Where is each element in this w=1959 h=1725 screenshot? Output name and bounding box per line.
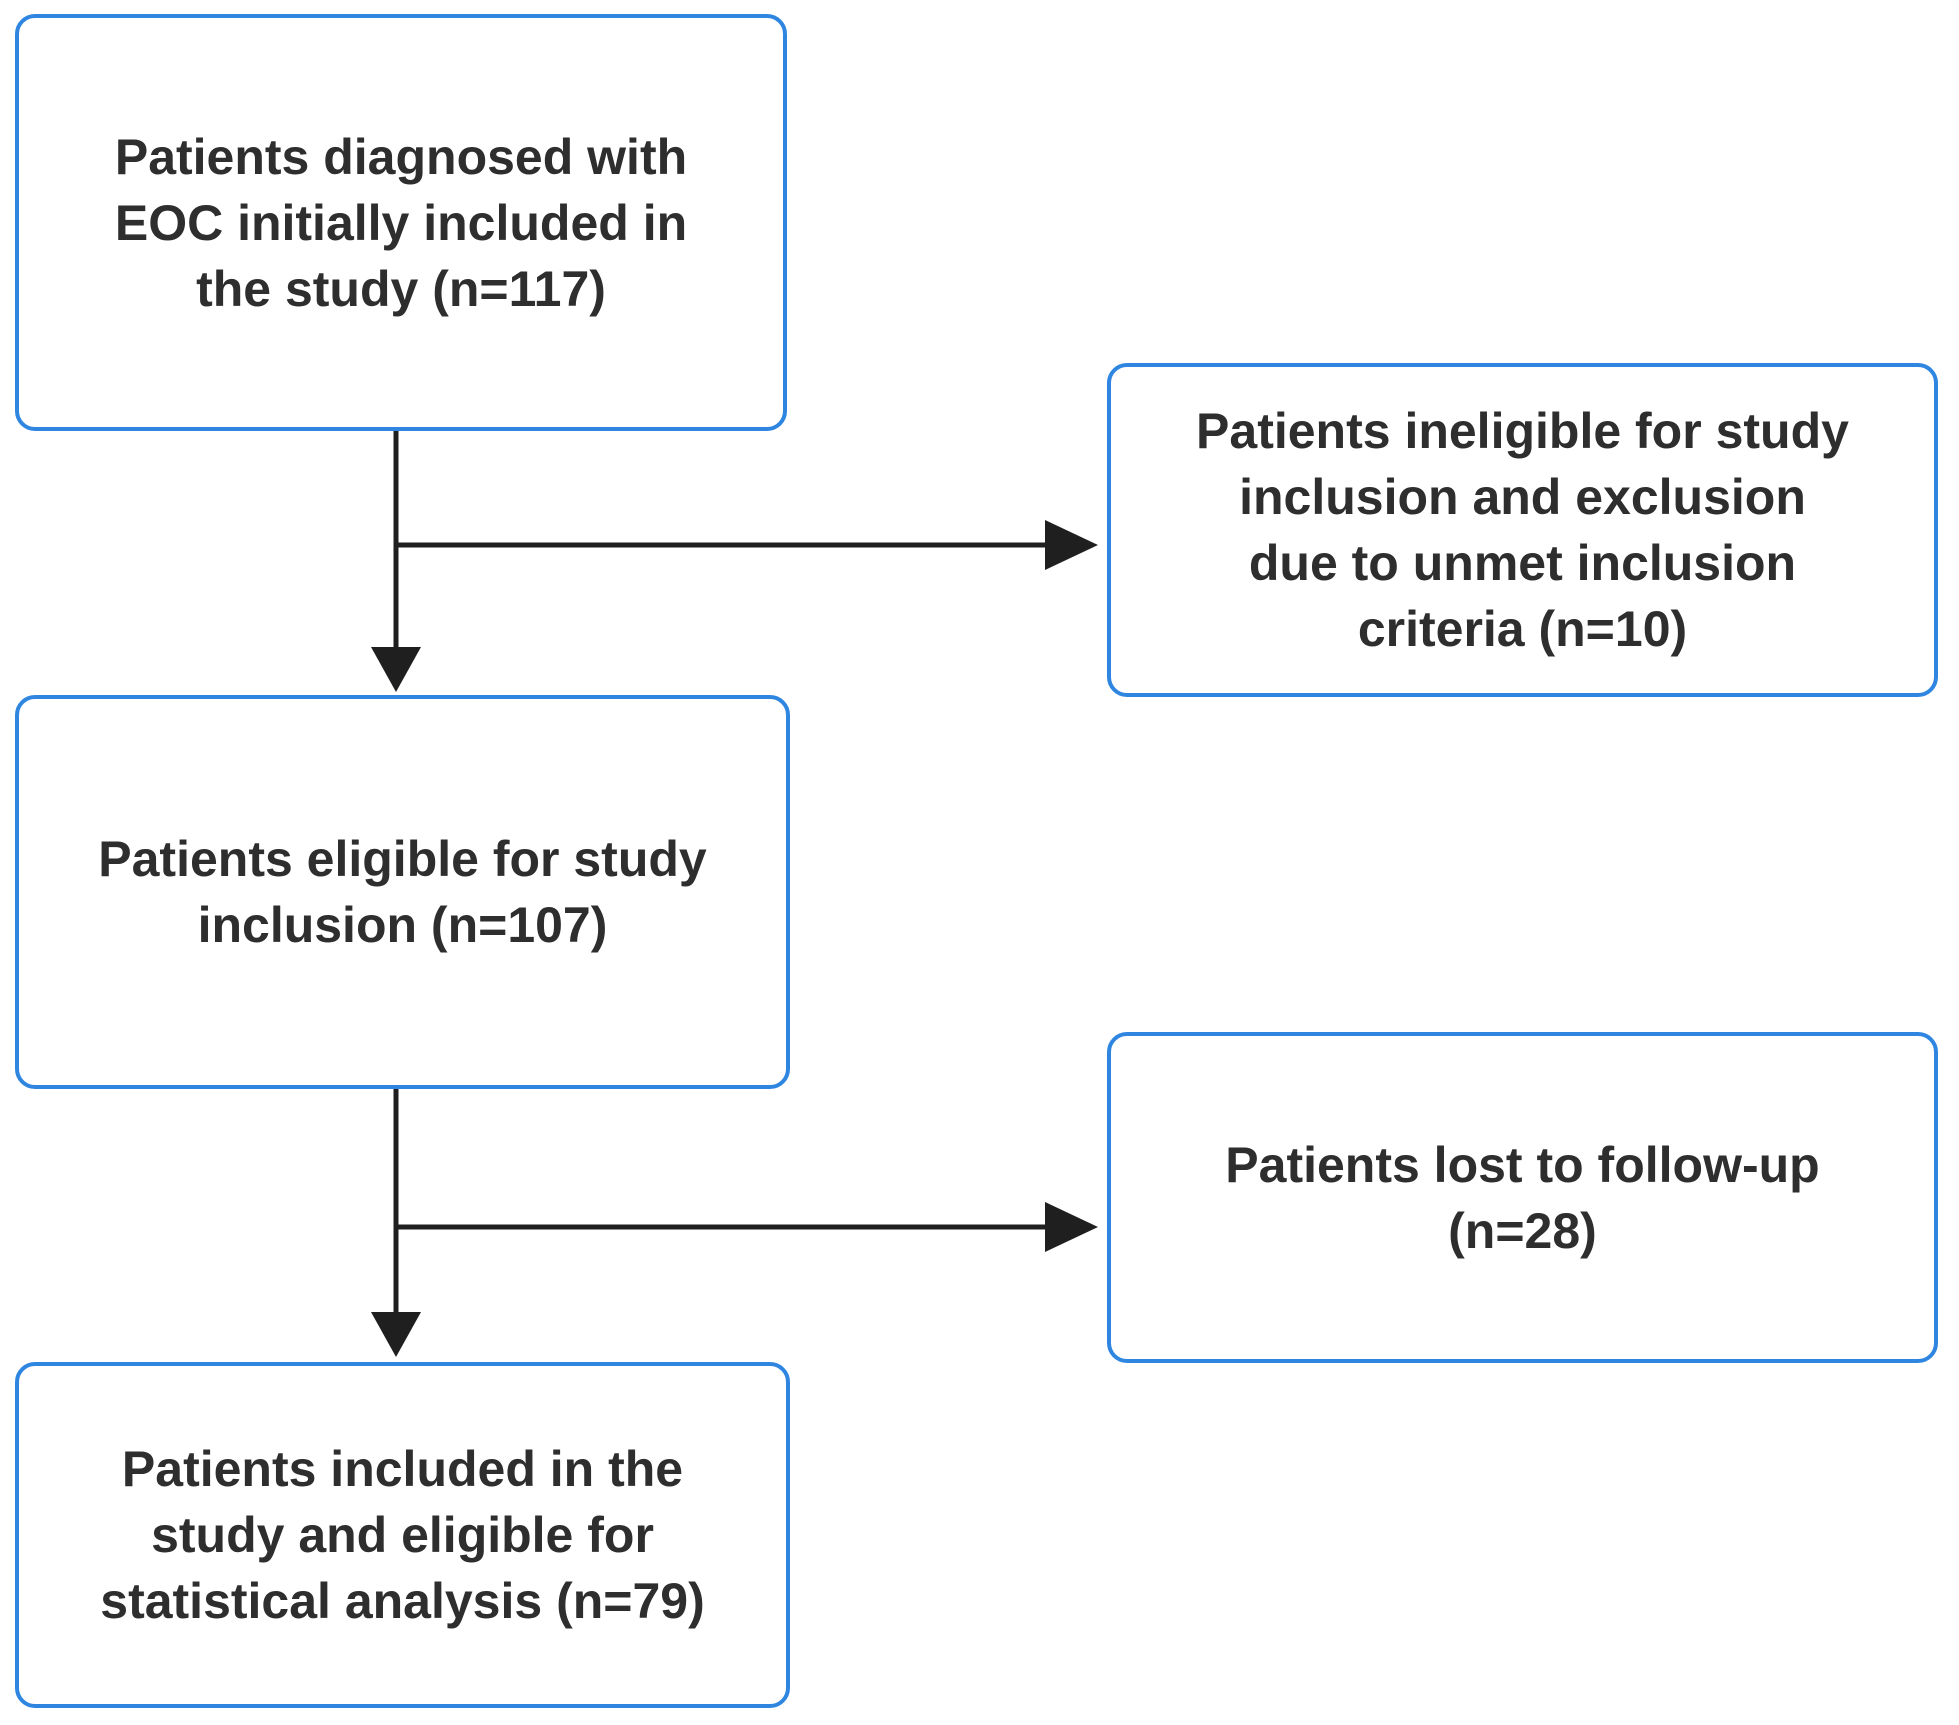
arrow-down-icon (371, 1312, 421, 1357)
flow-box-initial-patients: Patients diagnosed with EOC initially in… (15, 14, 787, 431)
arrow-right-icon (1045, 520, 1098, 570)
flow-box-ineligible-patients: Patients ineligible for study inclusion … (1107, 363, 1938, 697)
arrow-down-icon (371, 647, 421, 692)
flow-box-analyzed-patients: Patients included in the study and eligi… (15, 1362, 790, 1708)
flow-box-lost-to-followup-label: Patients lost to follow-up (n=28) (1225, 1136, 1820, 1259)
flow-box-analyzed-patients-label: Patients included in the study and eligi… (100, 1441, 705, 1629)
flow-box-eligible-patients-label: Patients eligible for study inclusion (n… (98, 831, 707, 953)
flow-box-ineligible-patients-label: Patients ineligible for study inclusion … (1196, 403, 1849, 657)
arrow-right-icon (1045, 1202, 1098, 1252)
flow-box-lost-to-followup: Patients lost to follow-up (n=28) (1107, 1032, 1938, 1363)
flow-box-eligible-patients: Patients eligible for study inclusion (n… (15, 695, 790, 1089)
flow-box-initial-patients-label: Patients diagnosed with EOC initially in… (114, 128, 688, 317)
